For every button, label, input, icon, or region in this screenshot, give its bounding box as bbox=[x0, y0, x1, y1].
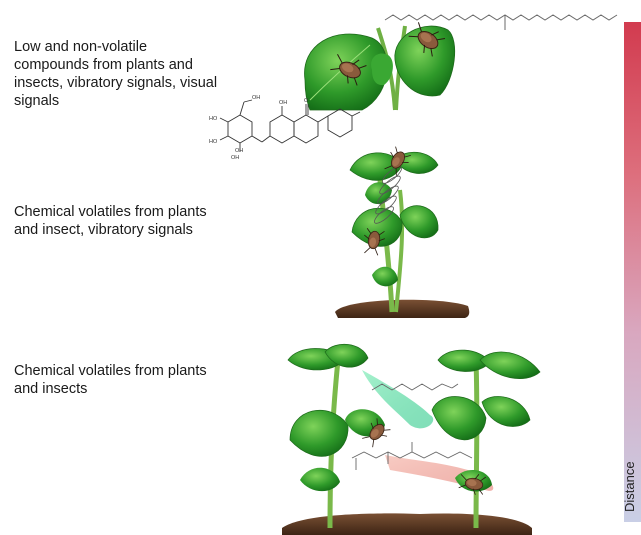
panel1-leaves bbox=[302, 19, 458, 112]
chem-label-oh-3: OH bbox=[231, 155, 239, 161]
chem-label-ho-2: HO bbox=[209, 139, 218, 145]
chem-label-ho-1: HO bbox=[209, 116, 218, 122]
chem-label-oh-1: OH bbox=[252, 95, 260, 101]
panel3-plants bbox=[282, 344, 540, 535]
chem-label-oh-2: OH bbox=[279, 100, 287, 106]
chem-label-oh-4: OH bbox=[235, 148, 243, 154]
panel2-plant bbox=[335, 146, 469, 318]
chem-label-o: O bbox=[304, 98, 309, 104]
